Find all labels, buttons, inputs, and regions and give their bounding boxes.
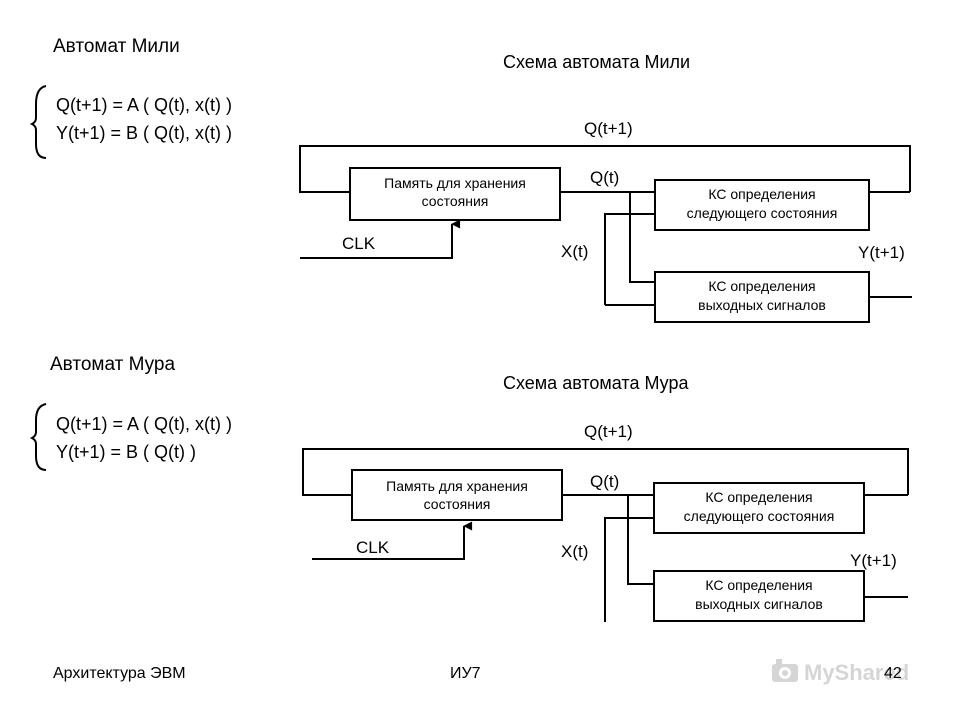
mealy-output-label-2: выходных сигналов xyxy=(698,297,826,313)
moore-next-state-label-2: следующего состояния xyxy=(684,508,835,524)
mealy-memory-label-1: Память для хранения xyxy=(384,175,526,191)
moore-q-next-label: Q(t+1) xyxy=(584,422,633,441)
mealy-memory-label-2: состояния xyxy=(422,193,489,209)
moore-output-label-2: выходных сигналов xyxy=(695,596,823,612)
mealy-next-state-label-2: следующего состояния xyxy=(687,205,838,221)
mealy-equation-1: Q(t+1) = A ( Q(t), x(t) ) xyxy=(56,95,233,115)
mealy-next-state-label-1: КС определения xyxy=(708,186,815,202)
watermark-text: MyShared xyxy=(804,660,909,685)
moore-y-label: Y(t+1) xyxy=(850,551,897,570)
moore-output-label-1: КС определения xyxy=(705,577,812,593)
mealy-title: Автомат Мили xyxy=(53,36,180,57)
mealy-diagram xyxy=(29,85,912,323)
page-number: 42 xyxy=(884,665,902,682)
moore-memory-label-2: состояния xyxy=(424,496,491,512)
moore-memory-label-1: Память для хранения xyxy=(386,478,528,494)
mealy-output-label-1: КС определения xyxy=(708,278,815,294)
moore-x-wire xyxy=(604,517,654,622)
mealy-brace xyxy=(29,85,47,159)
footer-department: ИУ7 xyxy=(450,665,481,682)
mealy-y-label: Y(t+1) xyxy=(858,243,905,262)
mealy-clk-wire xyxy=(300,219,461,259)
mealy-x-label: X(t) xyxy=(561,242,588,261)
mealy-q-label: Q(t) xyxy=(590,168,619,187)
moore-x-label: X(t) xyxy=(561,542,588,561)
footer-course: Архитектура ЭВМ xyxy=(53,665,186,682)
mealy-x-wire xyxy=(604,213,655,305)
mealy-next-state-block xyxy=(654,179,870,231)
moore-clk-label: CLK xyxy=(356,538,390,557)
mealy-clk-label: CLK xyxy=(342,234,376,253)
mealy-diagram-title: Схема автомата Мили xyxy=(503,52,691,72)
moore-diagram-title: Схема автомата Мура xyxy=(503,373,689,393)
watermark-logo: MyShared xyxy=(770,656,920,688)
mealy-equation-2: Y(t+1) = B ( Q(t), x(t) ) xyxy=(56,123,233,143)
moore-equation-2: Y(t+1) = B ( Q(t) ) xyxy=(56,442,197,462)
moore-diagram xyxy=(29,403,909,622)
moore-brace xyxy=(29,403,47,471)
moore-next-state-label-1: КС определения xyxy=(705,489,812,505)
mealy-feedback-wire xyxy=(299,145,911,193)
moore-equation-1: Q(t+1) = A ( Q(t), x(t) ) xyxy=(56,414,233,434)
mealy-q-next-label: Q(t+1) xyxy=(584,119,633,138)
projector-icon: MyShared xyxy=(772,659,909,685)
moore-q-label: Q(t) xyxy=(590,472,619,491)
moore-next-state-block xyxy=(653,482,865,534)
moore-title: Автомат Мура xyxy=(50,354,176,375)
moore-clk-wire xyxy=(312,521,473,560)
moore-feedback-wire xyxy=(302,448,909,496)
